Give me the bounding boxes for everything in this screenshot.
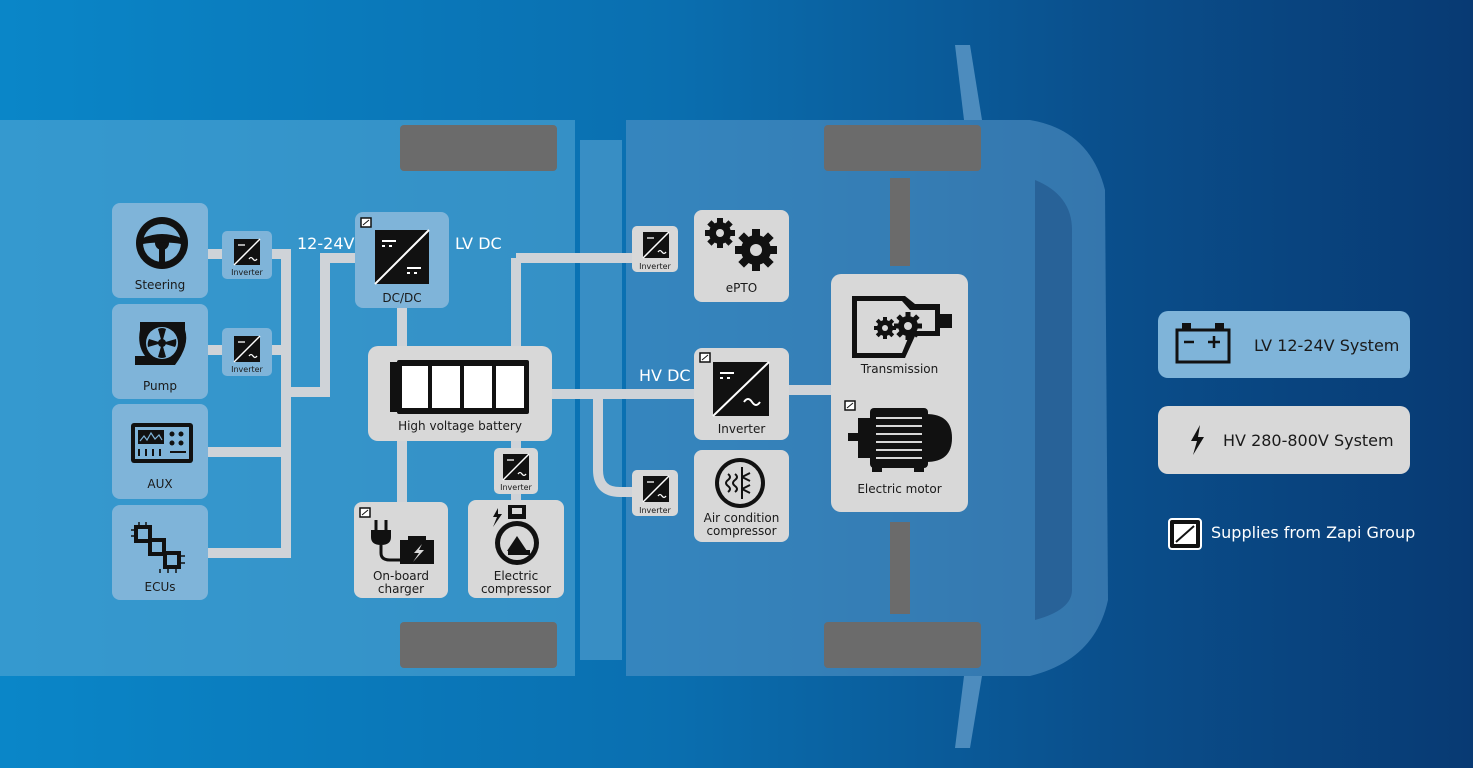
zapi-badge-icon (699, 352, 711, 363)
label-lv-dc: LV DC (455, 234, 502, 253)
electric-motor-icon (848, 408, 952, 472)
inverter-icon (233, 335, 261, 363)
wheel-rear-top (400, 125, 557, 171)
wheel-front-top (824, 125, 981, 171)
mirror-top (955, 45, 982, 120)
label-hv-dc: HV DC (639, 366, 691, 385)
zapi-badge-icon (844, 400, 856, 411)
mirror-bottom (955, 676, 982, 748)
wire-lv-dcdc (286, 253, 355, 397)
inverter-symbols (233, 229, 770, 503)
label-pump: Pump (143, 379, 177, 393)
label-inverter-ecomp: Inverter (500, 483, 532, 492)
label-steering: Steering (134, 278, 186, 292)
zapi-legend-icon (1168, 518, 1202, 550)
pump-icon (135, 322, 187, 365)
zapi-badge-icon (360, 217, 372, 228)
wire-ac (593, 394, 640, 497)
inverter-icon (502, 453, 530, 481)
axle-bottom (890, 522, 910, 614)
label-transmission: Transmission (860, 362, 939, 376)
inverter-icon (642, 475, 670, 503)
zapi-badge-icon (359, 507, 371, 518)
charger-plug-icon (371, 520, 434, 564)
legend (1158, 311, 1410, 550)
label-ac-line2: compressor (706, 524, 777, 538)
inverter-icon (233, 238, 261, 266)
label-electric-motor: Electric motor (857, 482, 942, 496)
label-ecomp-line1: Electric (493, 569, 539, 583)
electric-compressor-icon (493, 505, 539, 565)
windshield (1035, 180, 1072, 620)
label-ac-line1: Air condition (703, 511, 780, 525)
wheel-front-bottom (824, 622, 981, 668)
zapi-badges (359, 217, 856, 518)
label-aux: AUX (147, 477, 173, 491)
steering-wheel-icon (136, 217, 188, 269)
battery-icon (390, 360, 529, 414)
label-epto: ePTO (725, 281, 758, 295)
label-ecomp-line2: compressor (480, 582, 552, 596)
air-condition-icon (715, 458, 765, 508)
legend-zapi-text: Supplies from Zapi Group (1211, 523, 1416, 542)
label-inverter-epto: Inverter (639, 262, 671, 271)
label-lv-voltage: 12-24V (297, 234, 355, 253)
legend-hv-box (1158, 406, 1410, 474)
axle-top (890, 178, 910, 266)
label-inverter: Inverter (717, 422, 766, 436)
inverter-main-icon (712, 361, 770, 417)
label-inverter-steering: Inverter (231, 268, 263, 277)
legend-lv-text: LV 12-24V System (1254, 336, 1400, 355)
epto-gears-icon (705, 218, 777, 271)
label-battery: High voltage battery (398, 419, 522, 433)
label-dcdc: DC/DC (382, 291, 422, 305)
transmission-icon (852, 296, 952, 358)
label-ecus: ECUs (144, 580, 176, 594)
label-inverter-pump: Inverter (231, 365, 263, 374)
label-charger-line2: charger (377, 582, 425, 596)
lightning-icon (1191, 425, 1204, 455)
label-inverter-ac: Inverter (639, 506, 671, 515)
legend-hv-text: HV 280-800V System (1223, 431, 1394, 450)
ecu-chips-icon (131, 522, 185, 573)
dcdc-icon (374, 229, 430, 285)
label-charger-line1: On-board (372, 569, 430, 583)
inverter-icon (642, 231, 670, 259)
aux-panel-icon (131, 423, 193, 463)
battery-small-icon (1175, 323, 1231, 364)
wheel-rear-bottom (400, 622, 557, 668)
